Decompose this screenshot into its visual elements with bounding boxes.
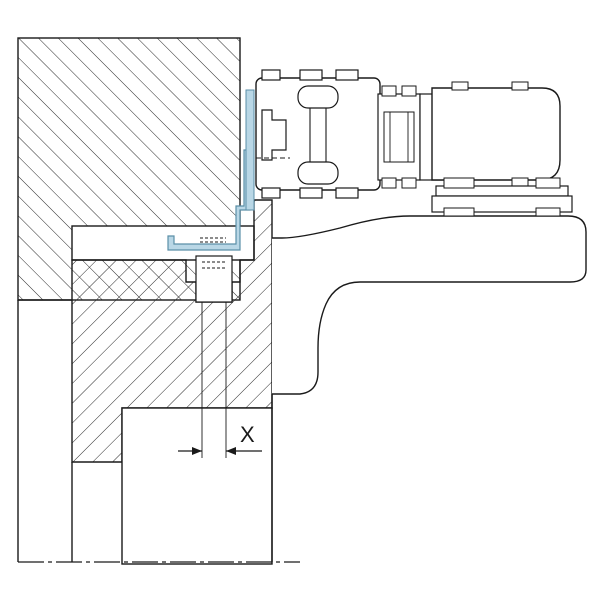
hinge-motor-housing (419, 81, 561, 187)
hinge-arm (255, 69, 421, 199)
frame-lower-section (71, 199, 273, 565)
l-bracket (167, 89, 255, 251)
top-plate (71, 225, 255, 261)
dimension-x: X (178, 422, 262, 455)
hinge-mounting-plate (431, 177, 573, 217)
door-leaf-profile (18, 215, 587, 563)
dimension-x-label: X (240, 422, 255, 447)
